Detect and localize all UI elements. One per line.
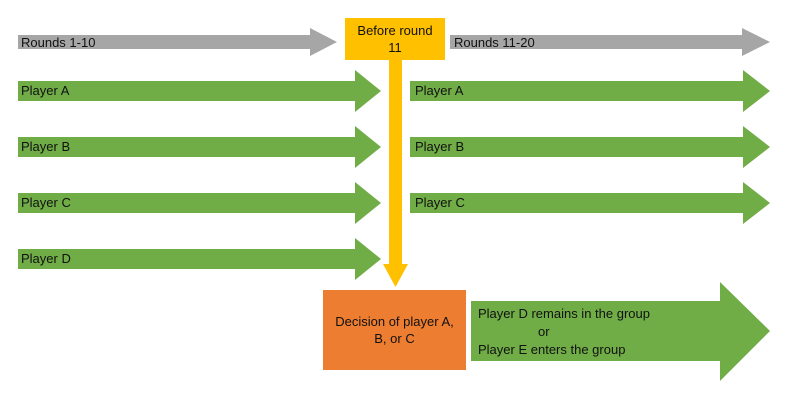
player-a-before-label: Player A xyxy=(21,83,70,98)
rounds-11-20-label: Rounds 11-20 xyxy=(454,35,535,50)
player-b-before-label: Player B xyxy=(21,139,71,154)
player-a-before-arrow xyxy=(18,70,381,112)
checkpoint-text: Before round 11 xyxy=(345,18,445,60)
rounds-1-10-label: Rounds 1-10 xyxy=(21,35,96,50)
player-c-after-arrow xyxy=(410,182,770,224)
checkpoint-line1: Before round xyxy=(357,23,433,38)
rounds-1-10-arrow xyxy=(18,28,337,56)
player-c-before-arrow xyxy=(18,182,381,224)
player-a-after-arrow xyxy=(410,70,770,112)
checkpoint-line2: 11 xyxy=(388,40,402,55)
player-b-before-arrow xyxy=(18,126,381,168)
rounds-11-20-arrow xyxy=(450,28,770,56)
outcome-line1: Player D remains in the group xyxy=(478,306,650,321)
player-b-after-arrow xyxy=(410,126,770,168)
outcome-line3: Player E enters the group xyxy=(478,342,626,357)
player-d-before-arrow xyxy=(18,238,381,280)
decision-text: Decision of player A, B, or C xyxy=(323,302,466,358)
checkpoint-box xyxy=(345,18,445,60)
outcome-arrow xyxy=(471,282,770,381)
outcome-line2: or xyxy=(538,324,550,339)
player-d-before-label: Player D xyxy=(21,251,71,266)
player-a-after-label: Player A xyxy=(415,83,464,98)
player-c-after-label: Player C xyxy=(415,195,465,210)
player-b-after-label: Player B xyxy=(415,139,465,154)
decision-line2: B, or C xyxy=(374,331,415,346)
checkpoint-down-arrow xyxy=(383,60,408,287)
decision-box xyxy=(323,290,466,370)
decision-line1: Decision of player A, xyxy=(335,314,454,329)
player-c-before-label: Player C xyxy=(21,195,71,210)
